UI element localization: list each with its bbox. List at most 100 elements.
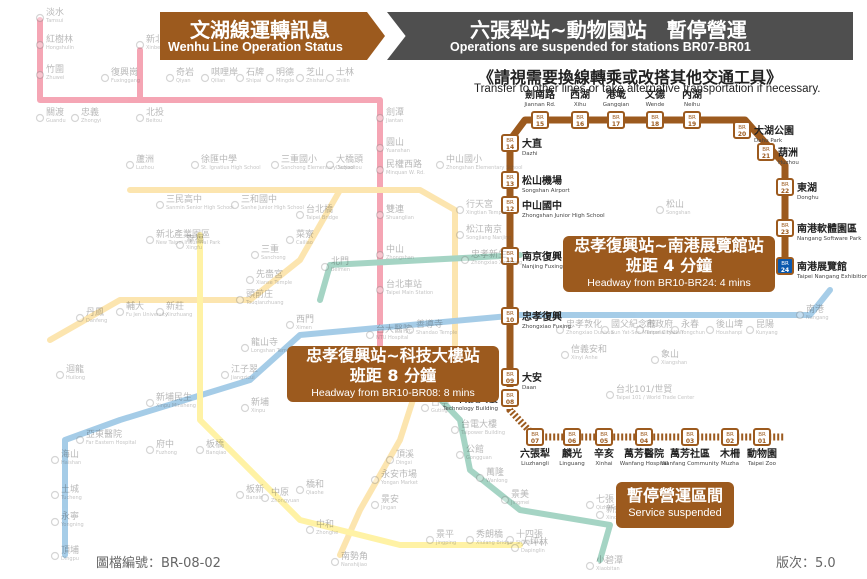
faded-station-en: Jiantan: [385, 118, 403, 124]
faded-station-marker: [247, 277, 254, 284]
faded-station-marker: [37, 115, 44, 122]
faded-station-marker: [427, 537, 434, 544]
faded-station-marker: [237, 492, 244, 499]
faded-station-en: St. Ignatius High School: [201, 165, 261, 171]
station-name-en: Technology Building: [442, 406, 498, 412]
faded-station-zh: 行天宮: [466, 198, 493, 210]
faded-station-en: Xingfu: [186, 245, 202, 251]
faded-station-zh: 三重: [261, 243, 279, 255]
faded-station-marker: [387, 457, 394, 464]
faded-station-zh: 後山埤: [716, 318, 743, 330]
faded-station-marker: [57, 372, 64, 379]
faded-station-marker: [452, 427, 459, 434]
faded-station-marker: [437, 162, 444, 169]
faded-station-zh: 秀朗橋: [476, 528, 503, 540]
faded-station-zh: 民權西路: [386, 158, 422, 170]
faded-station-zh: 江子翠: [231, 364, 258, 375]
faded-station-zh: 中原: [271, 486, 289, 498]
faded-station-zh: 信義安和: [571, 343, 607, 355]
faded-station-zh: 景安: [381, 493, 399, 505]
station-name-en: Liuzhangli: [521, 461, 549, 467]
faded-station-marker: [597, 512, 604, 519]
callout-west-en: Headway from BR10-BR08: 8 mins: [287, 386, 499, 400]
header-right-subtitle: Operations are suspended for stations BR…: [450, 40, 751, 54]
station-name-zh: 動物園: [747, 447, 777, 460]
faded-station-marker: [52, 519, 59, 526]
station-name-zh: 萬芳醫院: [624, 447, 664, 460]
faded-station-en: Guting: [431, 408, 448, 414]
faded-station-marker: [52, 457, 59, 464]
station-name-en: Nangang Software Park: [797, 236, 862, 242]
station-name-en: Taipei Nangang Exhibition Center: [796, 274, 867, 280]
faded-station-zh: 芝山: [306, 66, 324, 78]
faded-station-marker: [167, 75, 174, 82]
faded-station-zh: 景美: [511, 488, 529, 500]
faded-station-zh: 亞東醫院: [86, 428, 122, 440]
faded-station-marker: [232, 202, 239, 209]
faded-station-en: Songshan: [666, 210, 691, 216]
callout-east-headway: 班距 4 分鐘: [563, 256, 775, 276]
faded-station-en: Jingan: [380, 505, 396, 511]
faded-station-marker: [297, 212, 304, 219]
faded-station-marker: [52, 553, 59, 560]
faded-station-zh: 北投: [146, 106, 164, 118]
callout-west-headway: 班距 8 分鐘: [287, 366, 499, 386]
station-name-en: Nanjing Fuxing: [522, 264, 563, 270]
faded-station-zh: 士林: [336, 66, 354, 78]
faded-station-en: Sanhe Junior High School: [241, 205, 304, 211]
faded-station-zh: 永寧: [61, 510, 79, 522]
faded-station-zh: 海山: [61, 448, 79, 460]
faded-station-zh: 新莊: [166, 300, 184, 312]
faded-station-en: Xinpu: [251, 408, 265, 414]
faded-station-marker: [377, 115, 384, 122]
faded-station-en: Sanchong: [261, 255, 286, 261]
faded-station-zh: 復興崗: [111, 66, 138, 78]
station-name-zh: 萬芳社區: [670, 447, 710, 460]
faded-station-zh: 龍山寺: [251, 336, 278, 348]
station-name-zh: 松山機場: [522, 174, 562, 187]
faded-station-en: Shandao Temple: [416, 330, 457, 336]
faded-station-en: Shuanglian: [386, 215, 414, 221]
faded-station-marker: [287, 322, 294, 329]
faded-station-en: Zhongshan: [386, 255, 414, 261]
faded-station-zh: 三重國小: [281, 153, 317, 165]
faded-station-marker: [587, 502, 594, 509]
faded-station-zh: 十四張: [516, 528, 543, 540]
faded-station-en: Yuanshan: [385, 148, 410, 154]
faded-station-en: Cailiao: [296, 240, 313, 246]
faded-station-marker: [37, 15, 44, 22]
faded-station-marker: [137, 42, 144, 49]
station-name-zh: 大安: [522, 371, 542, 384]
faded-station-en: Far Eastern Hospital: [86, 440, 136, 446]
faded-station-marker: [507, 537, 514, 544]
faded-station-zh: 先嗇宮: [256, 268, 283, 280]
faded-station-marker: [197, 447, 204, 454]
station-name-zh: 麟光: [562, 447, 582, 460]
faded-station-zh: 丹鳳: [86, 307, 104, 318]
station-code-number: 01: [758, 438, 766, 445]
station-name-en: Xinhai: [595, 461, 613, 467]
faded-station-en: Shisizhang: [516, 540, 543, 546]
faded-station-marker: [707, 327, 714, 334]
faded-station-marker: [237, 297, 244, 304]
station-name-en: Songshan Airport: [522, 188, 570, 194]
faded-station-en: Zhishan: [306, 78, 326, 84]
faded-station-en: Xinyi Anhe: [571, 355, 598, 361]
faded-station-en: Zhongyi: [81, 118, 101, 124]
station-name-en: Gangqian: [603, 102, 630, 108]
station-code-number: 03: [686, 438, 694, 445]
faded-station-marker: [502, 497, 509, 504]
